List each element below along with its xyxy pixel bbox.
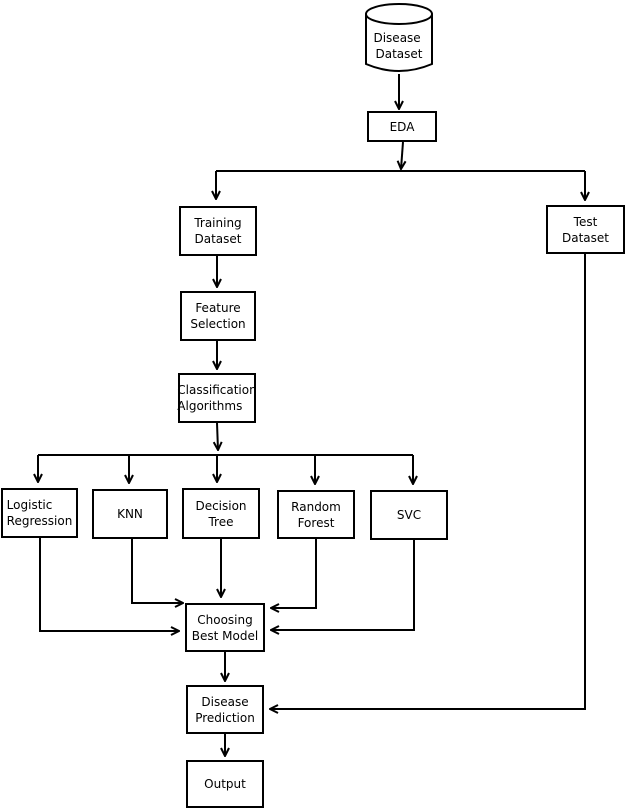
disease-prediction-label: Disease Prediction [195,694,255,725]
knn-label: KNN [117,507,143,521]
choosing-best-model-box: Choosing Best Model [185,603,265,652]
svc-box: SVC [370,490,448,540]
disease-dataset-label: Disease Dataset [373,31,424,61]
arrow-classification-to-branch [217,422,218,450]
disease-dataset-cylinder [365,3,433,72]
random-forest-label: Random Forest [291,499,341,530]
svc-label: SVC [396,508,422,522]
test-dataset-box: Test Dataset [546,205,625,254]
arrow-svc-to-choosing [271,540,415,630]
logistic-regression-label: Logistic Regression [6,498,73,528]
logistic-regression-box: Logistic Regression [1,488,78,538]
decision-tree-label: Decision Tree [195,498,247,529]
disease-prediction-box: Disease Prediction [186,685,264,734]
test-dataset-label: Test Dataset [562,214,609,245]
training-dataset-box: Training Dataset [179,206,257,256]
random-forest-box: Random Forest [277,490,355,539]
output-label: Output [204,777,246,791]
output-box: Output [186,760,264,808]
arrow-eda-to-split [401,141,403,169]
knn-box: KNN [92,489,168,539]
decision-tree-box: Decision Tree [182,488,260,539]
arrow-logistic-to-choosing [39,538,179,631]
classification-algorithms-box: Classification Algorithms [177,373,257,423]
arrow-test-to-prediction [270,254,586,709]
eda-label: EDA [389,119,415,134]
classification-algorithms-label: Classification Algorithms [177,383,257,413]
training-dataset-label: Training Dataset [194,216,242,246]
feature-selection-label: Feature Selection [190,301,246,331]
arrow-knn-to-choosing [131,539,183,603]
feature-selection-box: Feature Selection [180,291,256,341]
choosing-best-model-label: Choosing Best Model [191,612,259,643]
eda-box: EDA [367,111,437,142]
arrow-random-forest-to-choosing [271,539,317,608]
